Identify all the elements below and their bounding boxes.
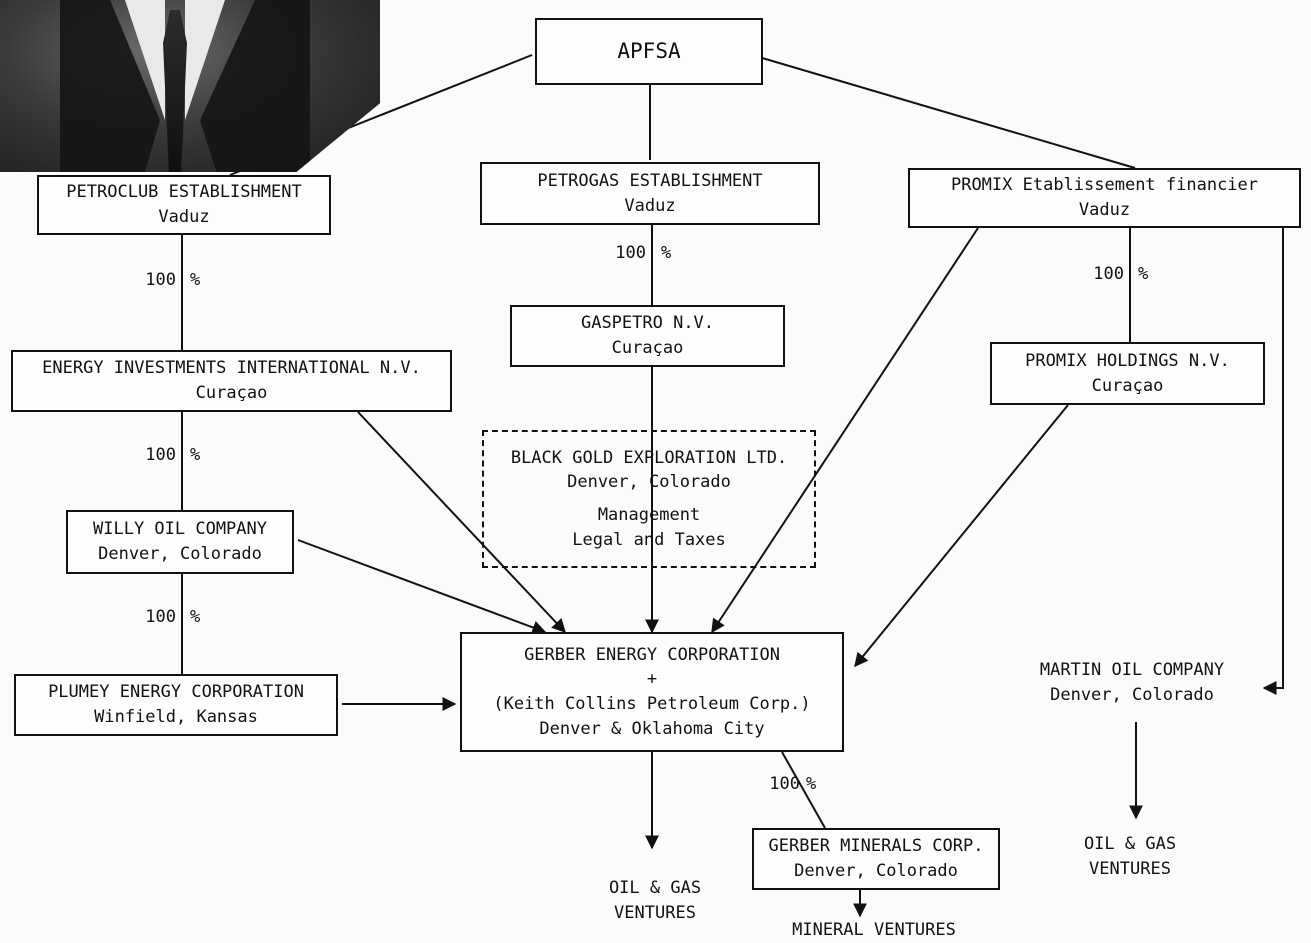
entity-location: Denver, Colorado (567, 472, 731, 493)
entity-plumey: PLUMEY ENERGY CORPORATION Winfield, Kans… (14, 674, 338, 736)
entity-martin-oil: MARTIN OIL COMPANY Denver, Colorado (1010, 658, 1254, 707)
entity-willy-oil: WILLY OIL COMPANY Denver, Colorado (66, 510, 294, 574)
entity-name: GERBER ENERGY CORPORATION (524, 644, 780, 665)
entity-location: Denver, Colorado (98, 544, 262, 564)
ownership-value: 100 (145, 445, 176, 465)
entity-location: Curaçao (611, 338, 684, 358)
entity-alias: (Keith Collins Petroleum Corp.) (493, 694, 811, 714)
entity-name: PETROCLUB ESTABLISHMENT (66, 182, 302, 203)
line-willy-gerber (297, 539, 547, 635)
entity-petrogas: PETROGAS ESTABLISHMENT Vaduz (480, 162, 820, 225)
entity-location: Curaçao (195, 383, 268, 403)
entity-petroclub: PETROCLUB ESTABLISHMENT Vaduz (37, 175, 331, 235)
entity-gaspetro: GASPETRO N.V. Curaçao (510, 305, 785, 367)
entity-location: Curaçao (1091, 375, 1164, 396)
entity-name: APFSA (617, 39, 681, 64)
entity-name: GERBER MINERALS CORP. (768, 836, 984, 857)
entity-plus: + (646, 669, 658, 690)
ownership-value: 100 (615, 243, 646, 263)
ventures-line: OIL & GAS (608, 878, 702, 898)
entity-promix: PROMIX Etablissement financier Vaduz (908, 168, 1301, 228)
ventures-minerals: MINERAL VENTURES (770, 918, 978, 943)
ownership-unit: % (190, 270, 201, 290)
ownership-value: 100 (145, 607, 176, 627)
entity-black-gold: BLACK GOLD EXPLORATION LTD. Denver, Colo… (482, 430, 816, 568)
line-promix-martin (1262, 228, 1284, 695)
ownership-unit: % (190, 607, 201, 627)
entity-promix-holdings: PROMIX HOLDINGS N.V. Curaçao (990, 342, 1265, 405)
entity-name: PETROGAS ESTABLISHMENT (537, 170, 763, 191)
entity-location: Winfield, Kansas (94, 707, 258, 727)
entity-location: Vaduz (1078, 200, 1131, 220)
ventures-line: OIL & GAS (1083, 834, 1177, 854)
entity-gerber-minerals: GERBER MINERALS CORP. Denver, Colorado (752, 828, 1000, 890)
entity-location: Denver, Colorado (794, 861, 958, 881)
ventures-gerber-oil-gas: OIL & GAS VENTURES (585, 876, 725, 925)
ventures-line: VENTURES (614, 902, 696, 923)
ownership-unit: % (190, 445, 201, 465)
portrait-photo (0, 0, 380, 172)
entity-name: PROMIX Etablissement financier (950, 175, 1259, 196)
entity-location: Denver, Colorado (1050, 684, 1214, 705)
entity-name: PROMIX HOLDINGS N.V. (1025, 350, 1230, 371)
entity-name: PLUMEY ENERGY CORPORATION (48, 682, 304, 703)
entity-role: Legal and Taxes (572, 529, 726, 550)
entity-gerber-energy: GERBER ENERGY CORPORATION + (Keith Colli… (460, 632, 844, 752)
ventures-line: VENTURES (1089, 858, 1171, 879)
ownership-value: 100 (1093, 264, 1124, 284)
ownership-value: 100 (145, 270, 176, 290)
ownership-unit: % (661, 243, 672, 263)
entity-location: Denver & Oklahoma City (539, 718, 765, 739)
entity-name: WILLY OIL COMPANY (93, 519, 267, 540)
entity-name: MARTIN OIL COMPANY (1039, 660, 1225, 680)
entity-apfsa: APFSA (535, 18, 763, 85)
entity-name: GASPETRO N.V. (580, 313, 715, 334)
line-energy-gerber (357, 411, 566, 634)
ownership-unit: % (806, 774, 817, 794)
entity-name: BLACK GOLD EXPLORATION LTD. (510, 447, 788, 468)
ventures-line: MINERAL VENTURES (792, 920, 956, 940)
entity-location: Vaduz (624, 195, 676, 216)
line-holdings-gerber (854, 404, 1069, 668)
entity-energy-investments: ENERGY INVESTMENTS INTERNATIONAL N.V. Cu… (11, 350, 452, 412)
ownership-unit: % (1138, 264, 1149, 284)
entity-role: Management (597, 505, 701, 525)
ownership-value: 100 (769, 774, 800, 794)
line-apfsa-promix (751, 54, 1136, 169)
line-gerber-minerals (781, 751, 826, 829)
line-promix-gerber (711, 227, 979, 634)
entity-location: Vaduz (158, 207, 210, 227)
entity-name: ENERGY INVESTMENTS INTERNATIONAL N.V. (42, 358, 421, 379)
ventures-martin-oil-gas: OIL & GAS VENTURES (1060, 832, 1200, 881)
